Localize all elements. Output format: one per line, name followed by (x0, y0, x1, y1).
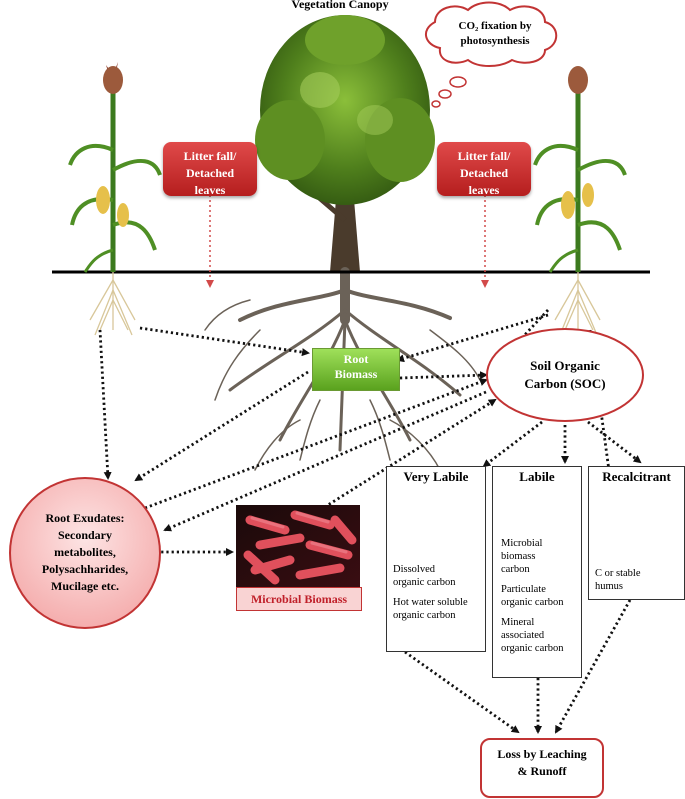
recalcitrant-panel: Recalcitrant C or stable humus (588, 466, 685, 600)
soc-ellipse (486, 328, 644, 422)
soc-line2: Carbon (SOC) (524, 376, 606, 391)
exudates-line1: Root Exudates: (45, 511, 125, 525)
labile-item3b: associated (501, 630, 545, 641)
exudates-circle (9, 477, 161, 629)
vegetation-canopy-title: Vegetation Canopy (291, 0, 389, 11)
microbial-biomass-label: Microbial Biomass (236, 587, 362, 611)
litter-fall-left-box: Litter fall/ Detached leaves (163, 142, 257, 197)
litter-right-line3: leaves (468, 183, 500, 197)
root-biomass-line1: Root (343, 352, 369, 366)
very-labile-panel: Very Labile Dissolved organic carbon Hot… (386, 466, 486, 652)
litter-fall-right-box: Litter fall/ Detached leaves (437, 142, 531, 197)
very-labile-title: Very Labile (403, 469, 469, 484)
labile-item1a: Microbial (501, 538, 543, 549)
left-maize-plant (68, 62, 162, 273)
very-labile-item2a: Hot water soluble (393, 597, 468, 608)
recalcitrant-title: Recalcitrant (602, 469, 671, 484)
co2-cloud (425, 1, 558, 108)
litter-right-line1: Litter fall/ (457, 149, 511, 163)
labile-item2b: organic carbon (501, 597, 564, 608)
labile-item3a: Mineral (501, 617, 535, 628)
loss-by-leaching-box: Loss by Leaching & Runoff (480, 738, 604, 798)
tree-illustration (255, 15, 435, 272)
very-labile-item1a: Dissolved (393, 564, 435, 575)
co2-fixation-label: CO₂ fixation by photosynthesis (440, 19, 550, 49)
recalcitrant-image-slot (589, 483, 684, 567)
labile-panel: Labile Microbial biomass carbon Particul… (492, 466, 582, 678)
soil-organic-carbon-label: Soil Organic Carbon (SOC) (495, 353, 635, 397)
litter-left-line3: leaves (194, 183, 226, 197)
right-maize-roots (554, 272, 601, 336)
left-maize-roots (89, 272, 136, 336)
root-biomass-box: Root Biomass (312, 348, 400, 391)
labile-image-slot (493, 483, 581, 537)
flow-arrows (98, 309, 642, 734)
root-exudates-label: Root Exudates: Secondary metabolites, Po… (14, 510, 156, 595)
labile-item3c: organic carbon (501, 643, 564, 654)
root-biomass-line2: Biomass (334, 367, 378, 381)
soc-line1: Soil Organic (530, 358, 600, 373)
recalcitrant-item1a: C or stable (595, 568, 641, 579)
labile-item1c: carbon (501, 564, 530, 575)
very-labile-item2b: organic carbon (393, 610, 456, 621)
very-labile-item1b: organic carbon (393, 577, 456, 588)
exudates-line3: metabolites, (54, 545, 116, 559)
bacteria-image (236, 505, 360, 587)
litter-left-line2: Detached (186, 166, 234, 180)
labile-item2a: Particulate (501, 584, 546, 595)
exudates-line2: Secondary (58, 528, 112, 542)
loss-line2: & Runoff (517, 764, 567, 778)
recalcitrant-item1b: humus (595, 581, 624, 592)
co2-line2: photosynthesis (460, 35, 530, 47)
right-maize-plant (533, 66, 627, 273)
co2-line1: CO₂ fixation by (458, 20, 532, 32)
litter-left-line1: Litter fall/ (183, 149, 237, 163)
litter-right-line2: Detached (460, 166, 508, 180)
loss-line1: Loss by Leaching (497, 747, 587, 761)
very-labile-image-slot (387, 483, 485, 563)
labile-item1b: biomass (501, 551, 536, 562)
exudates-line4: Polysachharides, (41, 562, 129, 576)
labile-title: Labile (519, 469, 555, 484)
exudates-line5: Mucilage etc. (51, 579, 119, 593)
